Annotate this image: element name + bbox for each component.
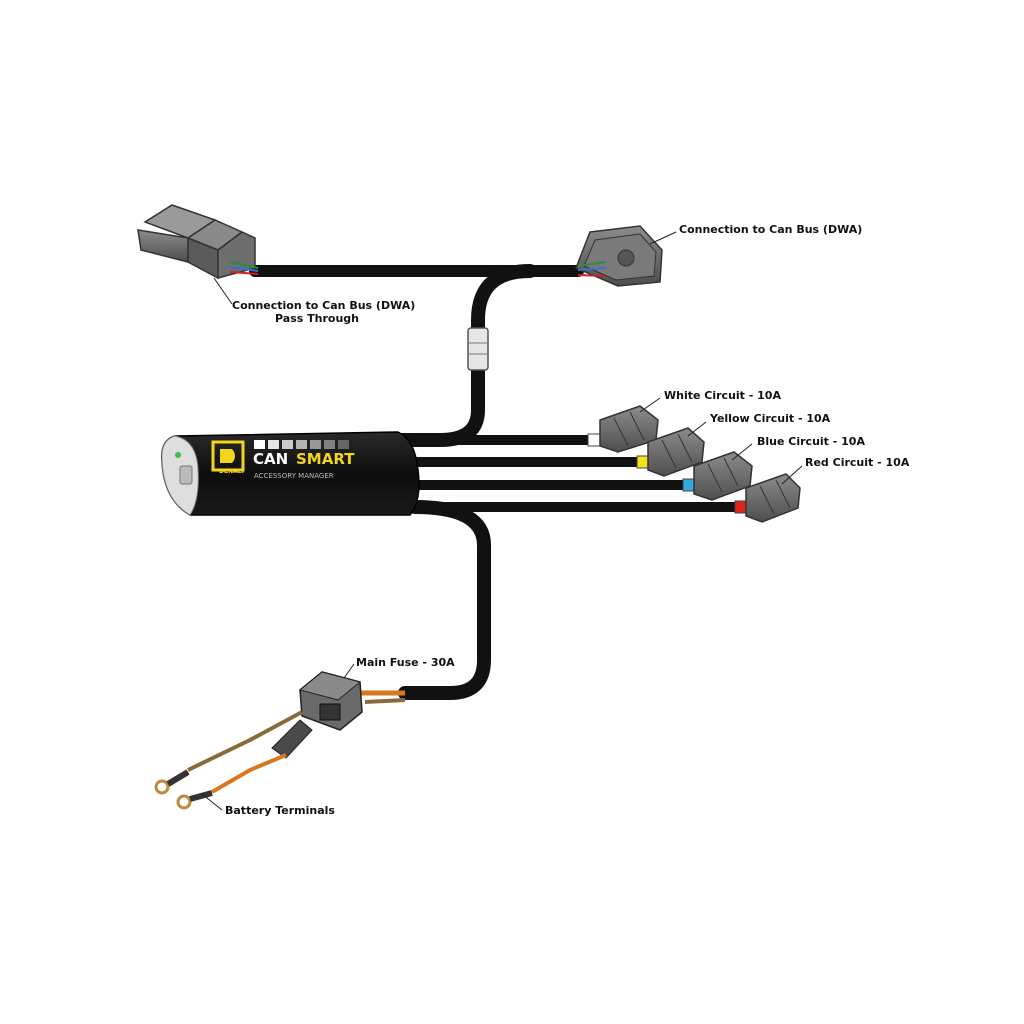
brand-name: DENALI (219, 468, 244, 475)
harness-cables (249, 264, 743, 700)
yellow-circuit-label: Yellow Circuit - 10A (710, 412, 831, 425)
white-circuit-plug (587, 405, 659, 453)
canbus-label: Connection to Can Bus (DWA) (679, 223, 863, 236)
product-subtitle: ACCESSORY MANAGER (254, 472, 334, 480)
red-circuit-plug (734, 473, 801, 523)
product-name-smart: SMART (296, 450, 355, 468)
inline-connector (467, 327, 489, 371)
battery-terminals-label: Battery Terminals (225, 804, 335, 817)
leader-lines (201, 231, 803, 811)
white-circuit-label: White Circuit - 10A (664, 389, 781, 402)
battery-terminal-2 (176, 794, 192, 810)
yellow-circuit-plug (636, 427, 705, 477)
passthrough-plug (137, 204, 259, 280)
passthrough-label-line2: Pass Through (275, 312, 359, 325)
red-circuit-label: Red Circuit - 10A (805, 456, 910, 469)
status-led (175, 452, 181, 458)
usb-port-icon (179, 465, 193, 485)
blue-circuit-label: Blue Circuit - 10A (757, 435, 865, 448)
product-name-can: CAN (253, 450, 289, 468)
canbus-branch-cable (393, 264, 537, 447)
power-cable (398, 500, 491, 700)
level-indicator (254, 440, 349, 449)
canbus-plug (575, 225, 663, 287)
cansmart-device (161, 431, 420, 516)
denali-logo (211, 440, 245, 472)
fuse-assembly (154, 671, 406, 810)
main-fuse-label: Main Fuse - 30A (356, 656, 455, 669)
fuse-wire-brown (364, 698, 406, 704)
blue-circuit-plug (682, 451, 753, 501)
battery-terminal-1 (154, 779, 170, 795)
passthrough-label-line1: Connection to Can Bus (DWA) (232, 299, 416, 312)
